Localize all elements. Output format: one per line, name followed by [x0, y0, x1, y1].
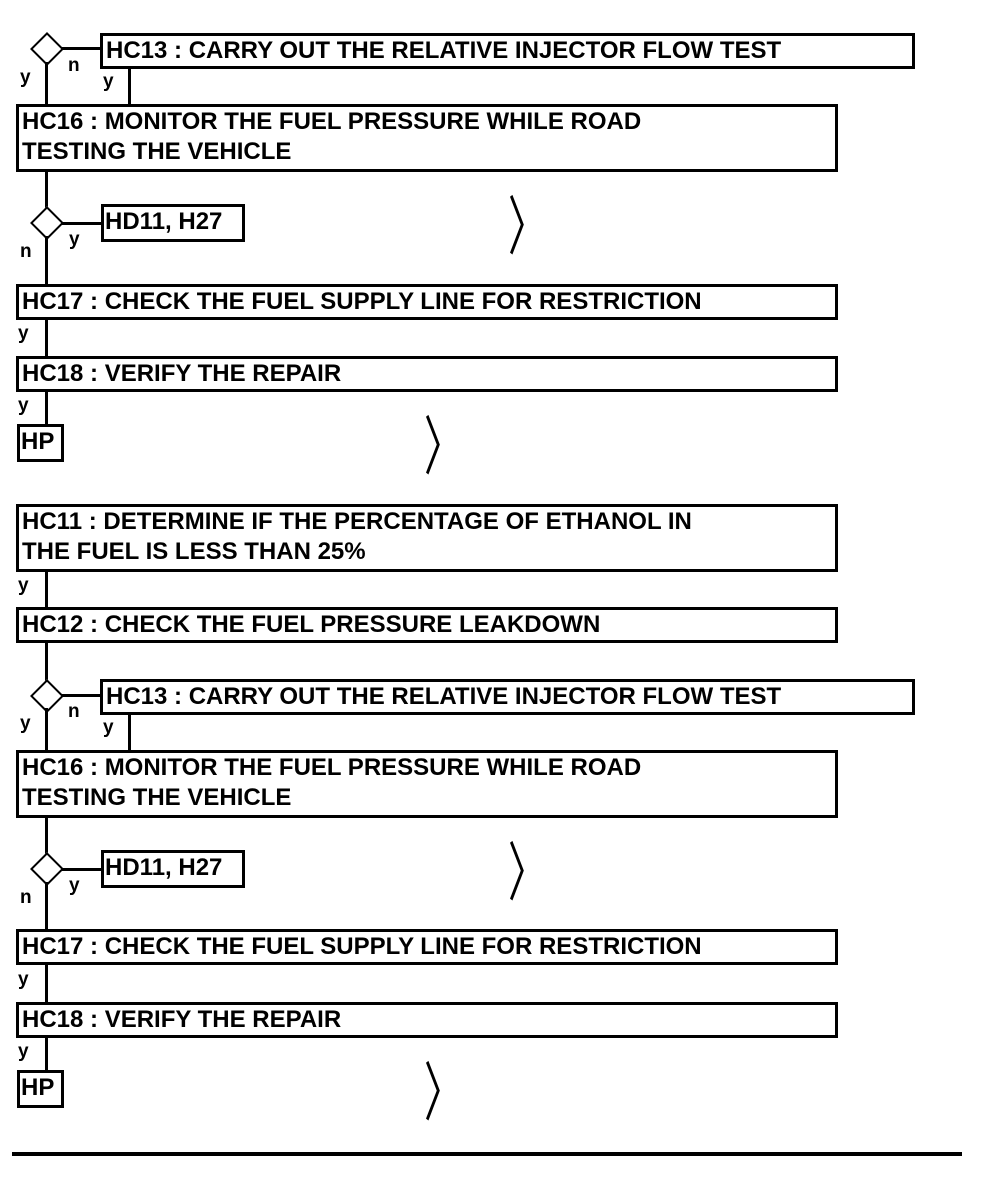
- connector-line: [128, 67, 131, 104]
- chevron-right-icon: 〉: [424, 411, 463, 485]
- step-hc18[interactable]: HC18 : VERIFY THE REPAIR: [16, 1002, 838, 1038]
- connector-line: [128, 713, 131, 750]
- step-hc16[interactable]: HC16 : MONITOR THE FUEL PRESSURE WHILE R…: [16, 750, 838, 818]
- branch-label-yes: y: [18, 1041, 29, 1062]
- branch-label-no: n: [20, 241, 32, 262]
- connector-line: [45, 882, 48, 930]
- step-hc16[interactable]: HC16 : MONITOR THE FUEL PRESSURE WHILE R…: [16, 104, 838, 172]
- connector-line: [45, 708, 48, 750]
- branch-label-yes: y: [20, 713, 31, 734]
- chevron-right-icon: 〉: [424, 1057, 463, 1131]
- connector-line: [45, 643, 48, 683]
- branch-label-yes: y: [18, 969, 29, 990]
- connector-line: [45, 1038, 48, 1072]
- chevron-right-icon: 〉: [508, 837, 547, 911]
- connector-line: [45, 572, 48, 608]
- branch-label-no: n: [68, 55, 80, 76]
- connector-line: [62, 47, 102, 50]
- chevron-right-icon: 〉: [508, 191, 547, 265]
- branch-label-yes: y: [18, 575, 29, 596]
- step-hp[interactable]: HP: [17, 1070, 64, 1108]
- branch-label-yes: y: [18, 323, 29, 344]
- decision-diamond: [30, 852, 64, 886]
- step-hc17[interactable]: HC17 : CHECK THE FUEL SUPPLY LINE FOR RE…: [16, 284, 838, 320]
- branch-label-no: n: [20, 887, 32, 908]
- branch-label-yes: y: [20, 67, 31, 88]
- step-hd11-h27[interactable]: HD11, H27: [101, 850, 245, 888]
- flowchart-top: y n y HC13 : CARRY OUT THE RELATIVE INJE…: [16, 32, 915, 485]
- branch-label-yes: y: [103, 717, 114, 738]
- connector-line: [62, 694, 102, 697]
- flowchart-bottom: HC11 : DETERMINE IF THE PERCENTAGE OF ET…: [16, 504, 915, 1126]
- branch-label-yes: y: [18, 395, 29, 416]
- connector-line: [62, 868, 102, 871]
- step-hc11[interactable]: HC11 : DETERMINE IF THE PERCENTAGE OF ET…: [16, 504, 838, 572]
- branch-label-yes: y: [103, 71, 114, 92]
- step-hc13[interactable]: HC13 : CARRY OUT THE RELATIVE INJECTOR F…: [100, 33, 915, 69]
- connector-line: [45, 818, 48, 856]
- step-hc13[interactable]: HC13 : CARRY OUT THE RELATIVE INJECTOR F…: [100, 679, 915, 715]
- branch-label-yes: y: [69, 229, 80, 250]
- bottom-divider: [12, 1152, 962, 1156]
- connector-line: [45, 62, 48, 104]
- branch-label-yes: y: [69, 875, 80, 896]
- connector-line: [45, 236, 48, 284]
- connector-line: [45, 392, 48, 426]
- connector-line: [45, 172, 48, 210]
- step-hc17[interactable]: HC17 : CHECK THE FUEL SUPPLY LINE FOR RE…: [16, 929, 838, 965]
- connector-line: [45, 965, 48, 1002]
- step-hp[interactable]: HP: [17, 424, 64, 462]
- connector-line: [45, 320, 48, 356]
- connector-line: [62, 222, 102, 225]
- step-hc12[interactable]: HC12 : CHECK THE FUEL PRESSURE LEAKDOWN: [16, 607, 838, 643]
- step-hd11-h27[interactable]: HD11, H27: [101, 204, 245, 242]
- branch-label-no: n: [68, 701, 80, 722]
- step-hc18[interactable]: HC18 : VERIFY THE REPAIR: [16, 356, 838, 392]
